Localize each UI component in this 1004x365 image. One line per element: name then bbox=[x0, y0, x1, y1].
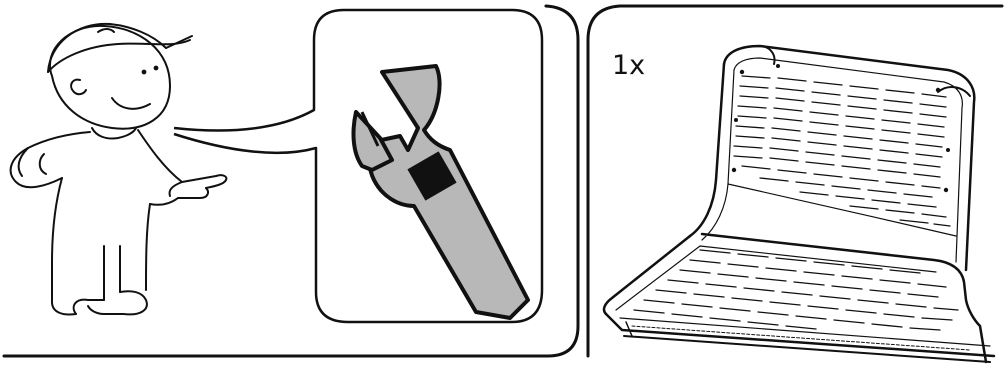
assembly-guide-man-icon bbox=[11, 24, 227, 315]
perforated-metal-chair-seat-icon bbox=[604, 46, 994, 362]
quantity-label: 1x bbox=[612, 50, 645, 81]
